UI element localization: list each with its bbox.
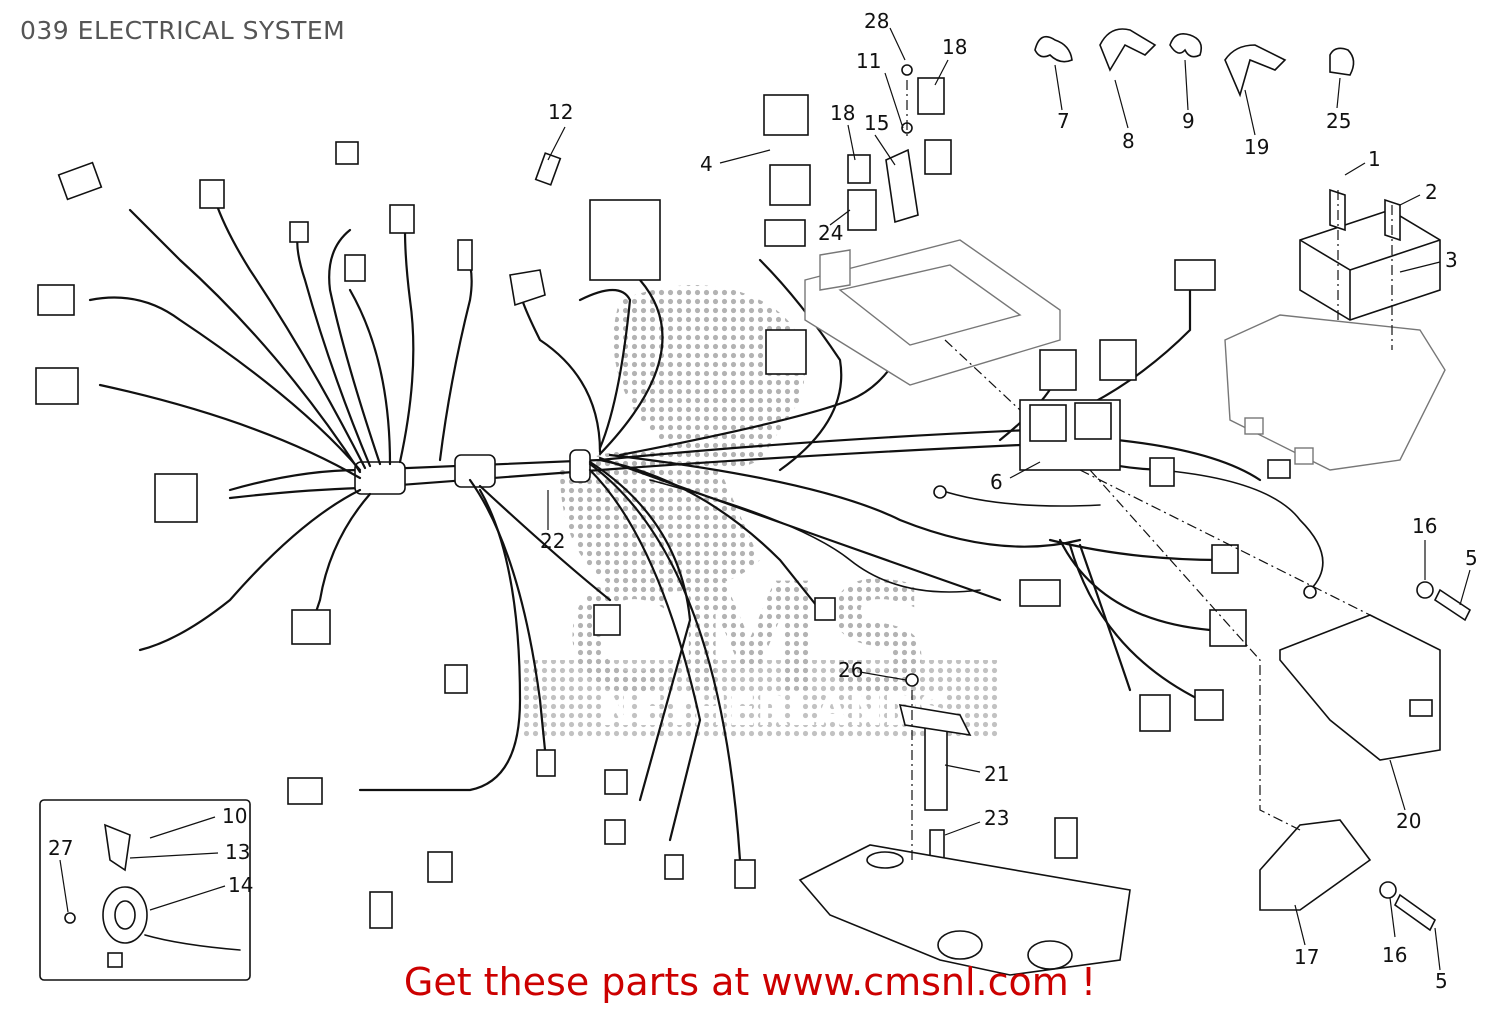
callout-8: 8 (1122, 129, 1135, 153)
callout-18b: 18 (942, 35, 967, 59)
footer-banner[interactable]: Get these parts at www.cmsnl.com ! (403, 960, 1097, 1004)
callout-13: 13 (225, 840, 250, 864)
callout-18a: 18 (830, 101, 855, 125)
callout-9: 9 (1182, 109, 1195, 133)
ecu-bracket (804, 239, 1061, 386)
callout-21: 21 (984, 762, 1009, 786)
callout-1: 1 (1368, 147, 1381, 171)
callout-14: 14 (228, 873, 253, 897)
callout-15: 15 (864, 111, 889, 135)
cable-clips (1034, 28, 1355, 98)
cylinder-head-cover (798, 844, 1131, 976)
alignment-lines (906, 80, 1421, 860)
callout-28: 28 (864, 9, 889, 33)
callout-27: 27 (48, 836, 73, 860)
mounting-brackets (901, 64, 1472, 932)
callout-labels: 1 2 3 4 5 5 6 7 8 9 10 11 12 13 14 15 16… (48, 9, 1478, 993)
callout-2: 2 (1425, 180, 1438, 204)
callout-12: 12 (548, 100, 573, 124)
callout-7: 7 (1057, 109, 1070, 133)
connectors (35, 77, 1317, 929)
callout-22: 22 (540, 529, 565, 553)
callout-17: 17 (1294, 945, 1319, 969)
callout-3: 3 (1445, 248, 1458, 272)
callout-5b: 5 (1435, 969, 1448, 993)
callout-20: 20 (1396, 809, 1421, 833)
callout-16b: 16 (1382, 943, 1407, 967)
callout-4: 4 (700, 152, 713, 176)
callout-6: 6 (990, 470, 1003, 494)
main-wiring-harness (88, 198, 1324, 862)
callout-23: 23 (984, 806, 1009, 830)
voltage-regulator (1224, 209, 1446, 471)
leader-lines (59, 27, 1471, 971)
callout-24: 24 (818, 221, 843, 245)
callout-19: 19 (1244, 135, 1269, 159)
callout-25: 25 (1326, 109, 1351, 133)
cms-watermark: CMS NETHERLANDS (520, 285, 1000, 740)
watermark-sub: NETHERLANDS (600, 686, 948, 735)
callout-10: 10 (222, 804, 247, 828)
callout-16a: 16 (1412, 514, 1437, 538)
page-title: 039 ELECTRICAL SYSTEM (20, 16, 346, 45)
horn-inset (39, 799, 251, 981)
callout-11: 11 (856, 49, 881, 73)
callout-26: 26 (838, 658, 863, 682)
callout-5a: 5 (1465, 546, 1478, 570)
